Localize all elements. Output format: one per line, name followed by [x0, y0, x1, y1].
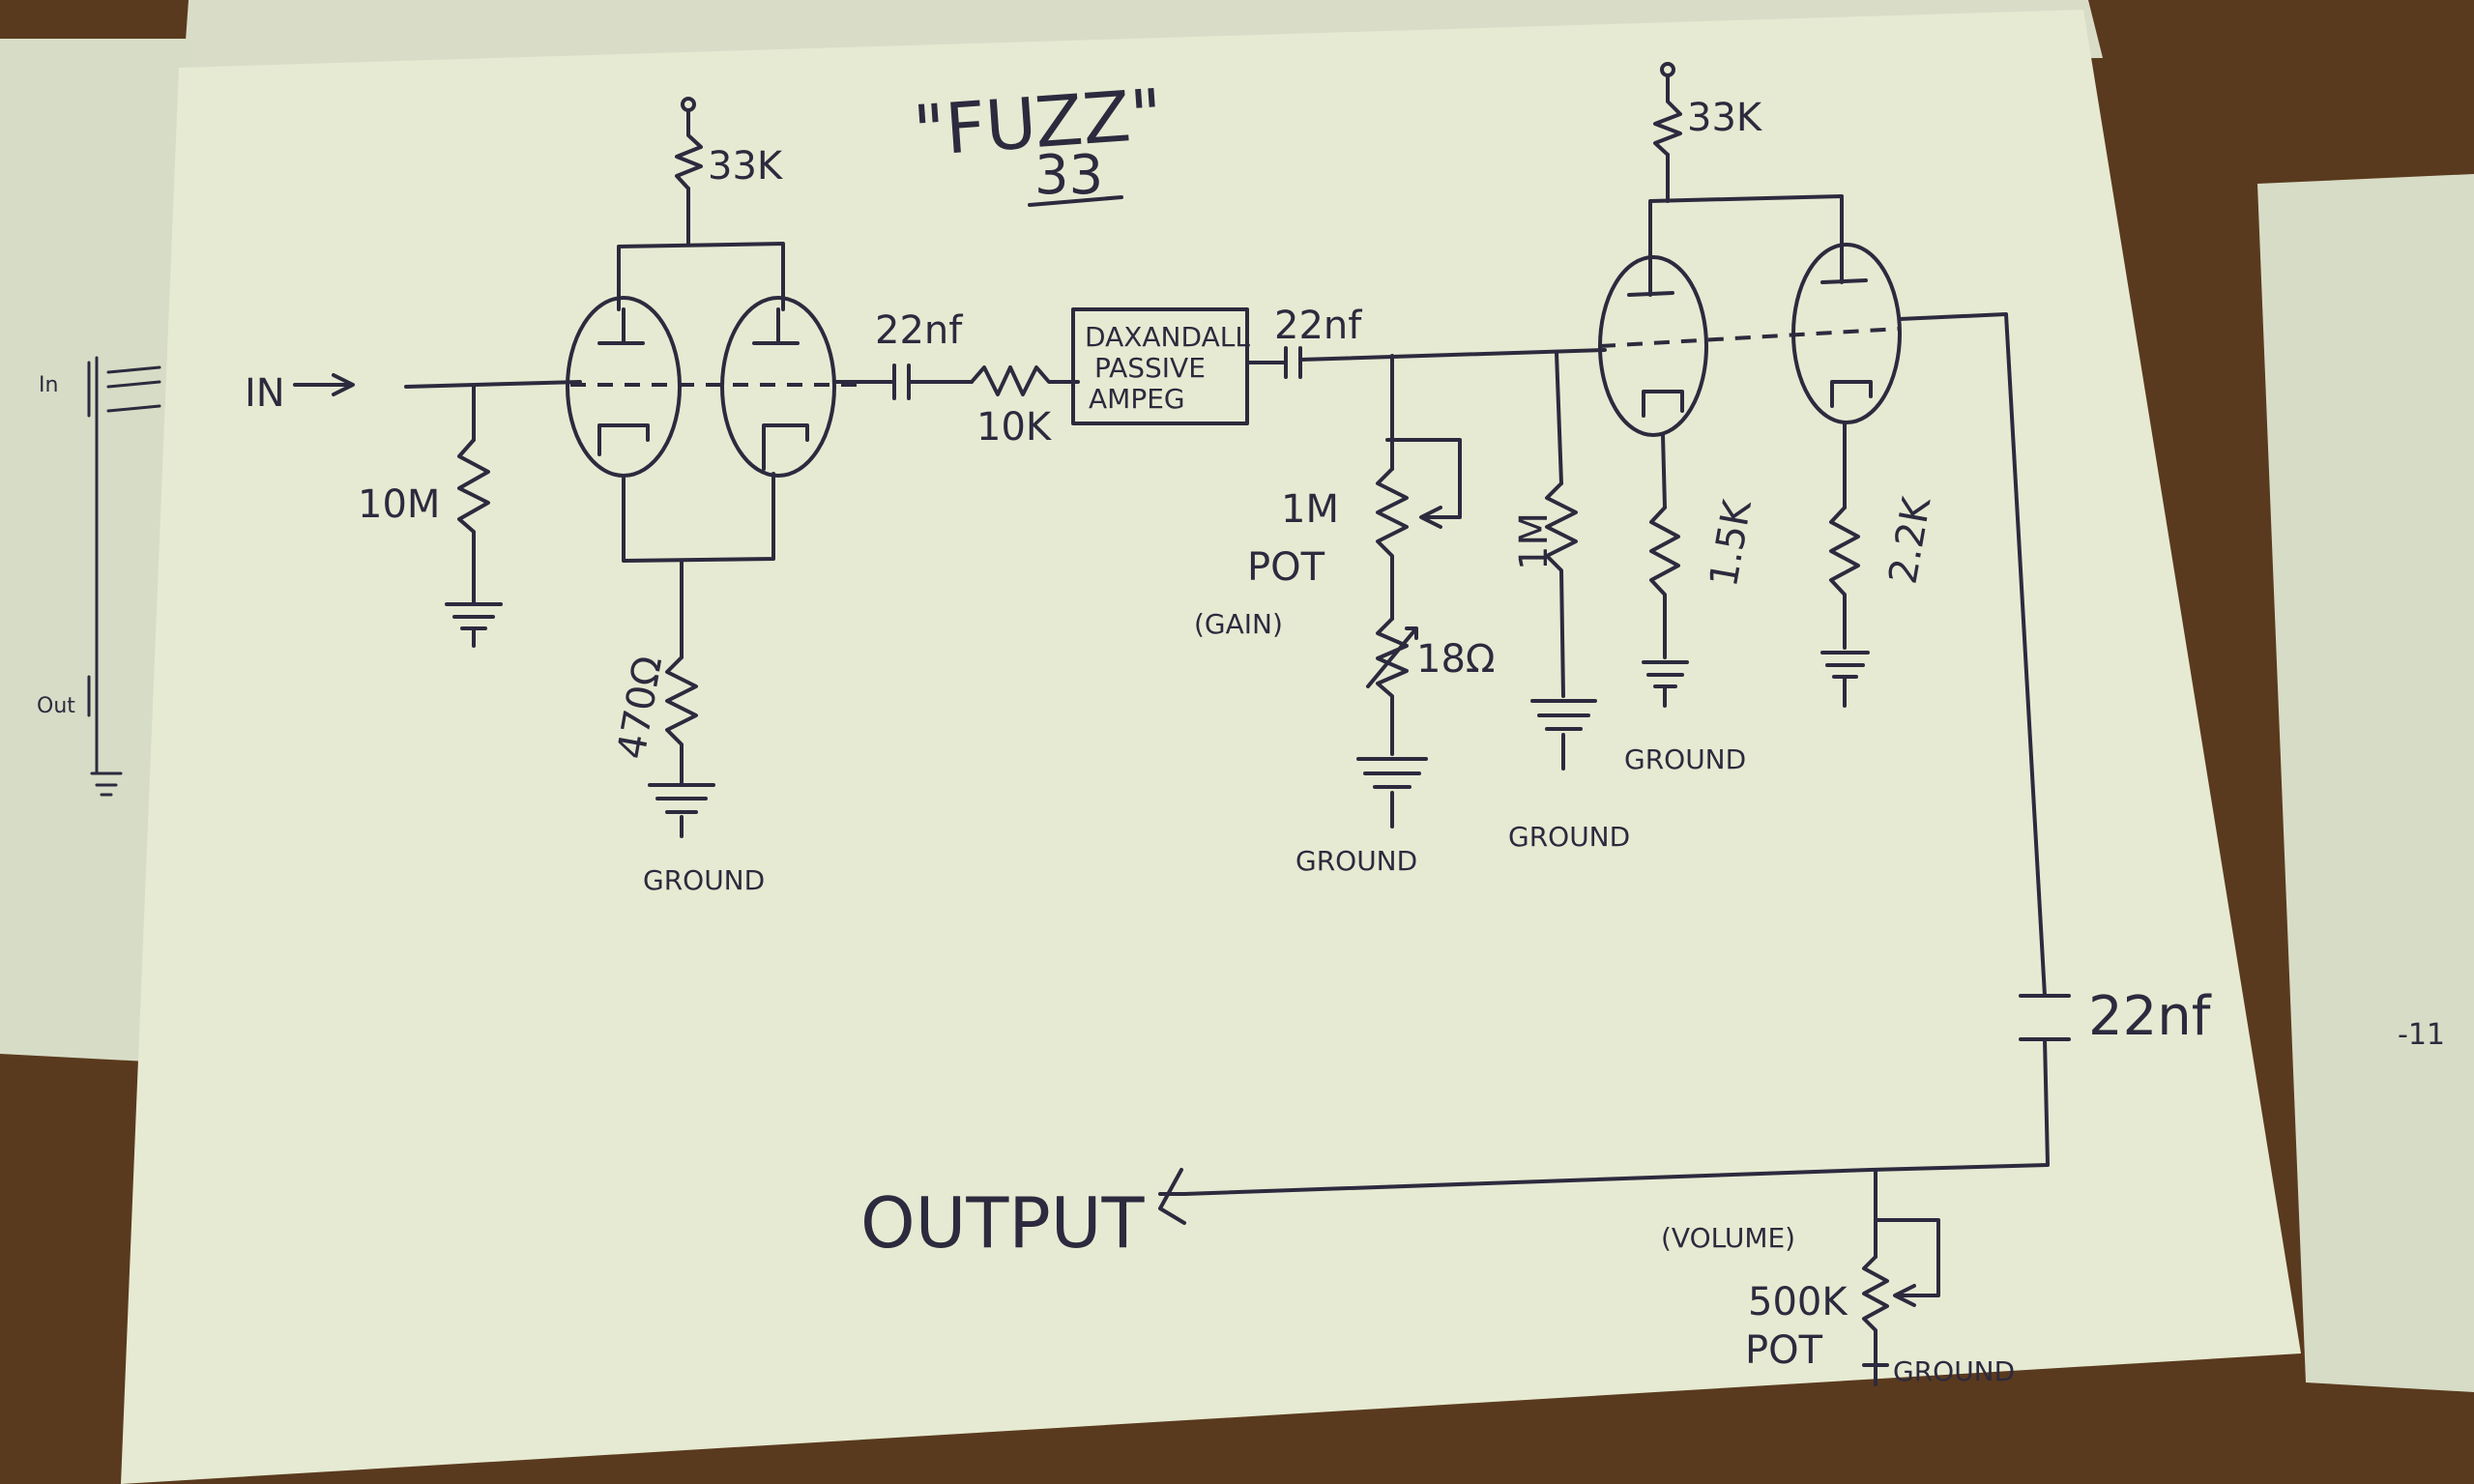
ground-icon-mid: [1642, 660, 1689, 708]
input-arrow: [293, 373, 355, 396]
ground-icon-grid: [1530, 699, 1597, 771]
volume-pot: [1862, 1255, 1889, 1365]
output-label: OUTPUT: [860, 1182, 1145, 1264]
capacitor-22nf-1-label: 22nf: [875, 308, 963, 353]
volume-pot-name: (VOLUME): [1661, 1222, 1795, 1254]
right-sheet-marks: -11: [2398, 1018, 2445, 1052]
ground-icon-volume: [1862, 1363, 1889, 1386]
tone-stack-line-2: PASSIVE: [1094, 352, 1206, 384]
gain-pot-word: POT: [1247, 545, 1325, 590]
ground-icon-right: [1820, 651, 1870, 708]
schematic-paper: [121, 10, 2301, 1484]
resistor-470: [665, 655, 698, 785]
resistor-33k-left: [675, 109, 703, 190]
ground-icon-left: [648, 783, 715, 838]
subtitle-underline: [1028, 195, 1123, 207]
resistor-2-2k: [1829, 506, 1860, 650]
resistor-33k-left-label: 33K: [708, 144, 784, 189]
right-paper-sheet: [2257, 174, 2474, 1392]
resistor-33k-right: [1653, 75, 1682, 157]
side-label-out: Out: [37, 694, 75, 718]
tube-right-grid: [1599, 327, 1901, 348]
supply-terminal-right: [1660, 62, 1675, 77]
output-wire-down: [1898, 312, 2047, 998]
ground-label-gain: GROUND: [1295, 845, 1417, 877]
volume-pot-wiper: [1874, 1218, 1940, 1307]
cathode-bus-left: [622, 472, 775, 563]
resistor-10k-label: 10K: [976, 405, 1053, 450]
capacitor-22nf-out-label: 22nf: [2088, 985, 2212, 1048]
side-label-in: In: [39, 373, 58, 397]
input-wire: [404, 380, 582, 389]
plate-bus-right: [1648, 194, 1844, 263]
tone-stack-block: [1071, 307, 1249, 425]
ground-label-left: GROUND: [643, 864, 765, 896]
ground-icon-input: [445, 602, 503, 648]
resistor-10m: [457, 438, 490, 606]
tube-left-a-plate: [597, 307, 645, 345]
output-arrow-icon: [1158, 1168, 1186, 1225]
tube-right-b-cathode: [1830, 380, 1873, 408]
left-sheet-marks: In Out: [37, 356, 161, 797]
gain-pot-value: 1M: [1281, 487, 1339, 532]
gain-pot-name: (GAIN): [1194, 608, 1283, 640]
input-label: IN: [245, 371, 285, 416]
output-wire-return: [1182, 1037, 2050, 1196]
ground-icon-gain: [1356, 757, 1428, 829]
ground-label-mid: GROUND: [1624, 743, 1746, 775]
volume-pot-word: POT: [1745, 1328, 1823, 1373]
resistor-10k: [970, 365, 1080, 396]
wire-cap2-to-tube: [1298, 348, 1607, 362]
volume-pot-value: 500K: [1748, 1280, 1848, 1324]
capacitor-22nf-2-label: 22nf: [1274, 304, 1362, 348]
resistor-1m-grid-label: 1M: [1512, 512, 1557, 570]
supply-terminal-left: [681, 97, 696, 112]
resistor-10m-label: 10M: [358, 482, 440, 527]
tone-stack-line-3: AMPEG: [1089, 383, 1185, 415]
capacitor-22nf-2: [1284, 346, 1302, 379]
side-label-right: -11: [2398, 1018, 2445, 1052]
tube-left-a-cathode: [597, 423, 650, 456]
tone-stack-line-1: DAXANDALL: [1085, 321, 1250, 353]
tube-left-b: [720, 296, 836, 478]
schematic-subtitle: 33: [1034, 144, 1103, 207]
ground-label-grid: GROUND: [1508, 821, 1630, 853]
ground-label-volume: GROUND: [1893, 1355, 2015, 1387]
tube-right-a-cathode: [1642, 390, 1684, 418]
tube-right-b-plate: [1820, 238, 1868, 284]
resistor-18-ohm: [1366, 617, 1418, 756]
tube-right-a-plate: [1627, 259, 1674, 297]
plate-bus-left: [617, 242, 785, 311]
gain-pot: [1376, 467, 1409, 621]
tube-left-b-plate: [752, 307, 800, 345]
resistor-1-5k: [1649, 506, 1680, 659]
resistor-18-ohm-label: 18Ω: [1416, 637, 1495, 682]
tube-left-b-cathode: [762, 423, 809, 471]
resistor-1m-grid: [1545, 481, 1578, 698]
wire-to-1-5k: [1661, 433, 1667, 509]
resistor-33k-right-label: 33K: [1687, 96, 1763, 140]
gain-pot-wiper: [1385, 438, 1462, 529]
schematic-title: "FUZZ": [911, 73, 1165, 172]
wire-to-grid-resistor: [1555, 351, 1563, 485]
